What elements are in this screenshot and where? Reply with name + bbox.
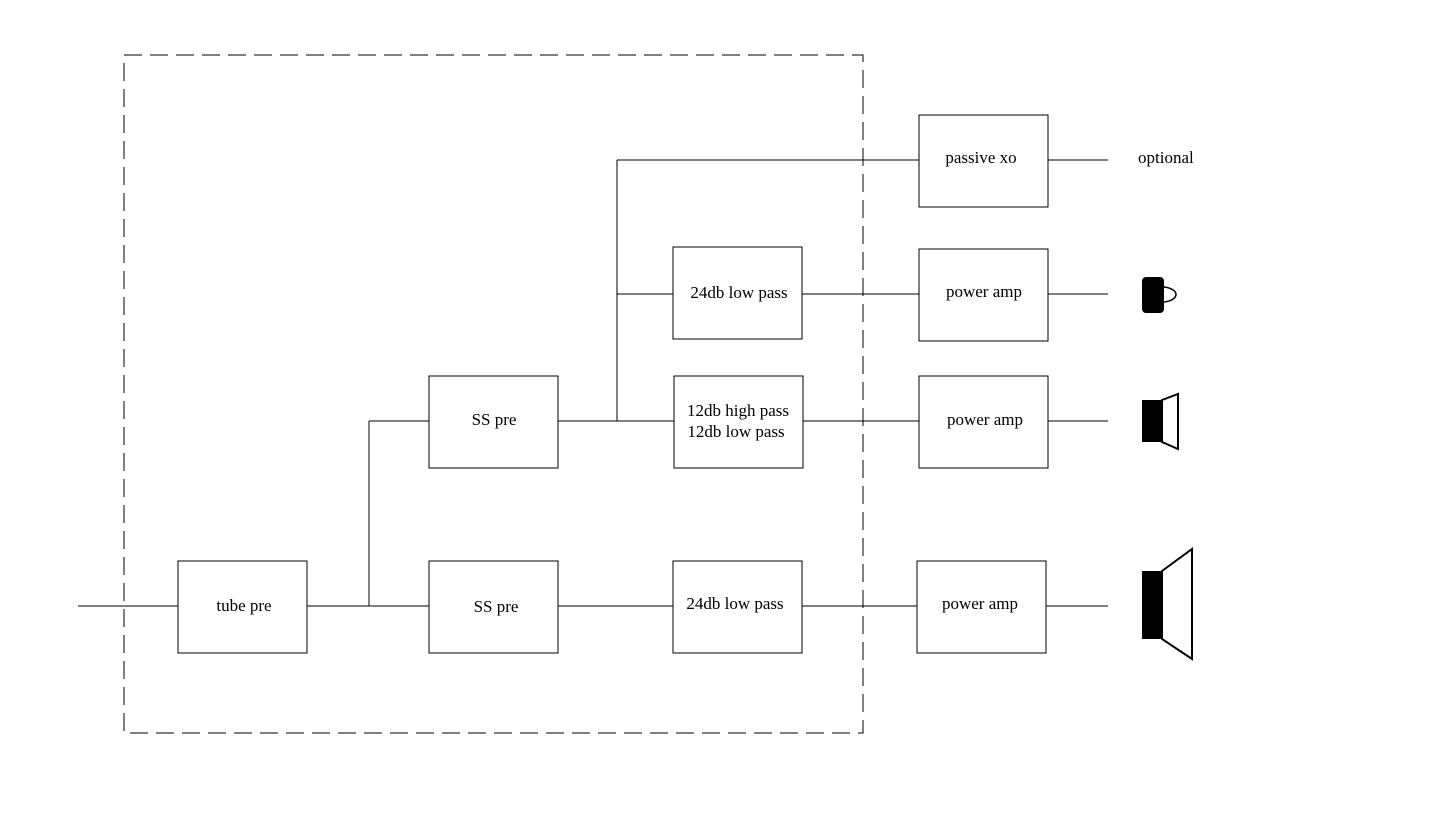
- tube-pre-block: [177, 560, 308, 654]
- passive-xo-label: passive xo: [945, 148, 1016, 167]
- power-amp-3-label: power amp: [942, 594, 1018, 613]
- power-amp-1-block: [918, 248, 1049, 342]
- tweeter-icon: [1142, 277, 1177, 313]
- wires: [78, 159, 1108, 607]
- lp24-lower-block: [672, 560, 803, 654]
- ss-pre-upper-block: [428, 375, 559, 469]
- hp-lp-12-label-line2: 12db low pass: [687, 422, 784, 441]
- hp-lp-12-label-line1: 12db high pass: [687, 401, 789, 420]
- power-amp-1-label: power amp: [946, 282, 1022, 301]
- ss-pre-upper-label: SS pre: [472, 410, 517, 429]
- preamp-enclosure: [123, 54, 864, 734]
- midrange-speaker-icon: [1142, 392, 1179, 451]
- lp24-upper-block: [672, 246, 803, 340]
- optional-label: optional: [1138, 148, 1194, 167]
- woofer-speaker-icon: [1142, 547, 1193, 661]
- lp24-upper-label: 24db low pass: [690, 283, 787, 302]
- lp24-lower-label: 24db low pass: [686, 594, 783, 613]
- power-amp-3-block: [916, 560, 1047, 654]
- hp-lp-12-block: [673, 375, 804, 469]
- power-amp-2-label: power amp: [947, 410, 1023, 429]
- power-amp-2-block: [918, 375, 1049, 469]
- ss-pre-lower-block: [428, 560, 559, 654]
- passive-xo-block: [918, 114, 1049, 208]
- ss-pre-lower-label: SS pre: [474, 597, 519, 616]
- tube-pre-label: tube pre: [216, 596, 271, 615]
